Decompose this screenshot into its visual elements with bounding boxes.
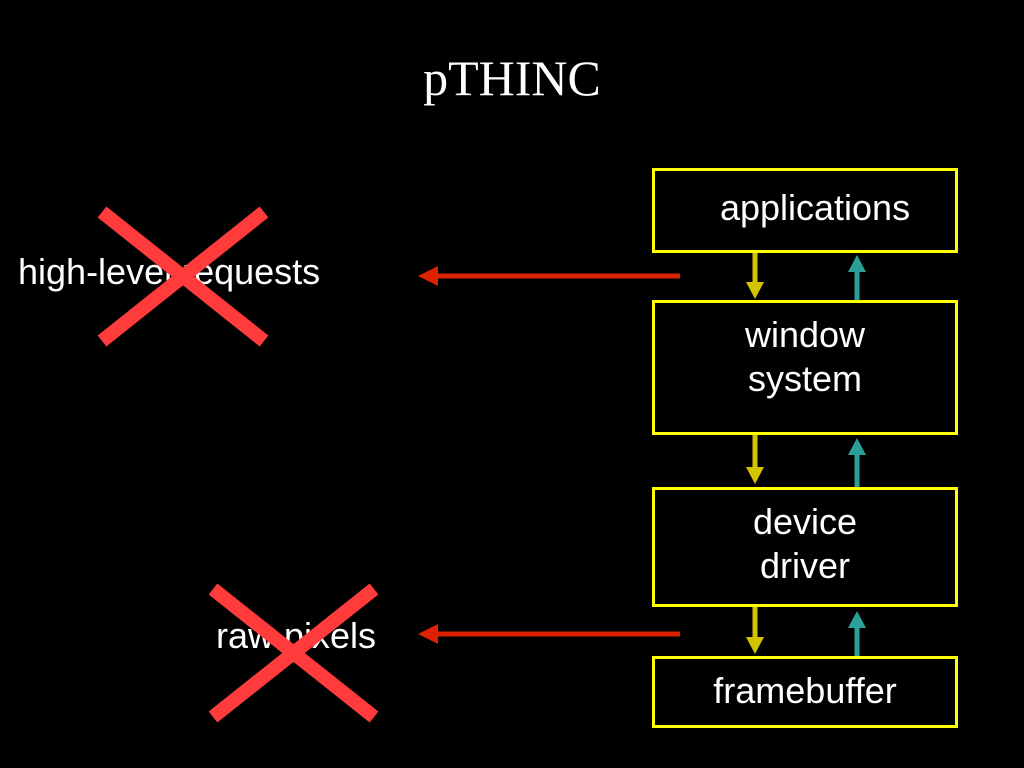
applications-box: applications [652, 168, 958, 253]
arrow-to-high-level [418, 266, 680, 286]
up-arrow-window-to-apps [848, 255, 866, 300]
down-arrow-apps-to-window [746, 253, 764, 299]
applications-label: applications [720, 186, 910, 230]
window-system-box: windowsystem [652, 300, 958, 435]
framebuffer-box: framebuffer [652, 656, 958, 728]
up-arrow-framebuffer-to-driver [848, 611, 866, 656]
device-driver-label: devicedriver [753, 500, 857, 588]
down-arrow-window-to-driver [746, 435, 764, 484]
window-system-label: windowsystem [745, 313, 865, 401]
up-arrow-driver-to-window [848, 438, 866, 487]
raw-pixels-label: raw pixels [216, 615, 376, 657]
slide-title: pTHINC [0, 48, 1024, 108]
arrow-to-raw-pixels [418, 624, 680, 644]
device-driver-box: devicedriver [652, 487, 958, 607]
high-level-requests-label: high-level requests [18, 251, 320, 293]
framebuffer-label: framebuffer [713, 669, 896, 713]
down-arrow-driver-to-framebuffer [746, 607, 764, 654]
